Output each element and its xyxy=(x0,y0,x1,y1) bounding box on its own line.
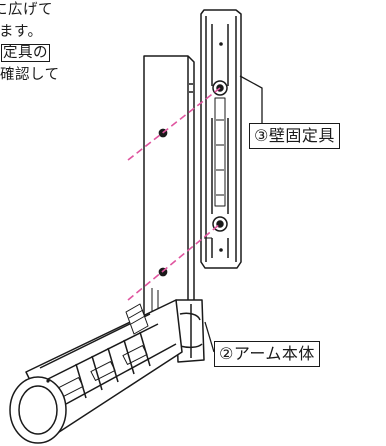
instruction-line: 定具の xyxy=(0,43,140,65)
arm-body-part xyxy=(9,55,205,444)
instruction-boxed-term: 定具の xyxy=(1,44,50,62)
instruction-line: 確認して xyxy=(0,66,60,83)
leader-lines xyxy=(204,75,263,353)
instruction-line: ます。 xyxy=(0,23,43,40)
instruction-line: に広げて xyxy=(0,2,53,18)
instruction-text: に広げて ます。 定具の 確認して xyxy=(0,0,140,86)
alignment-guide-lines xyxy=(127,87,221,301)
wall-bracket-label: ③壁固定具 xyxy=(249,123,340,149)
wall-bracket-part xyxy=(200,9,242,269)
arm-body-label: ②アーム本体 xyxy=(214,341,320,367)
